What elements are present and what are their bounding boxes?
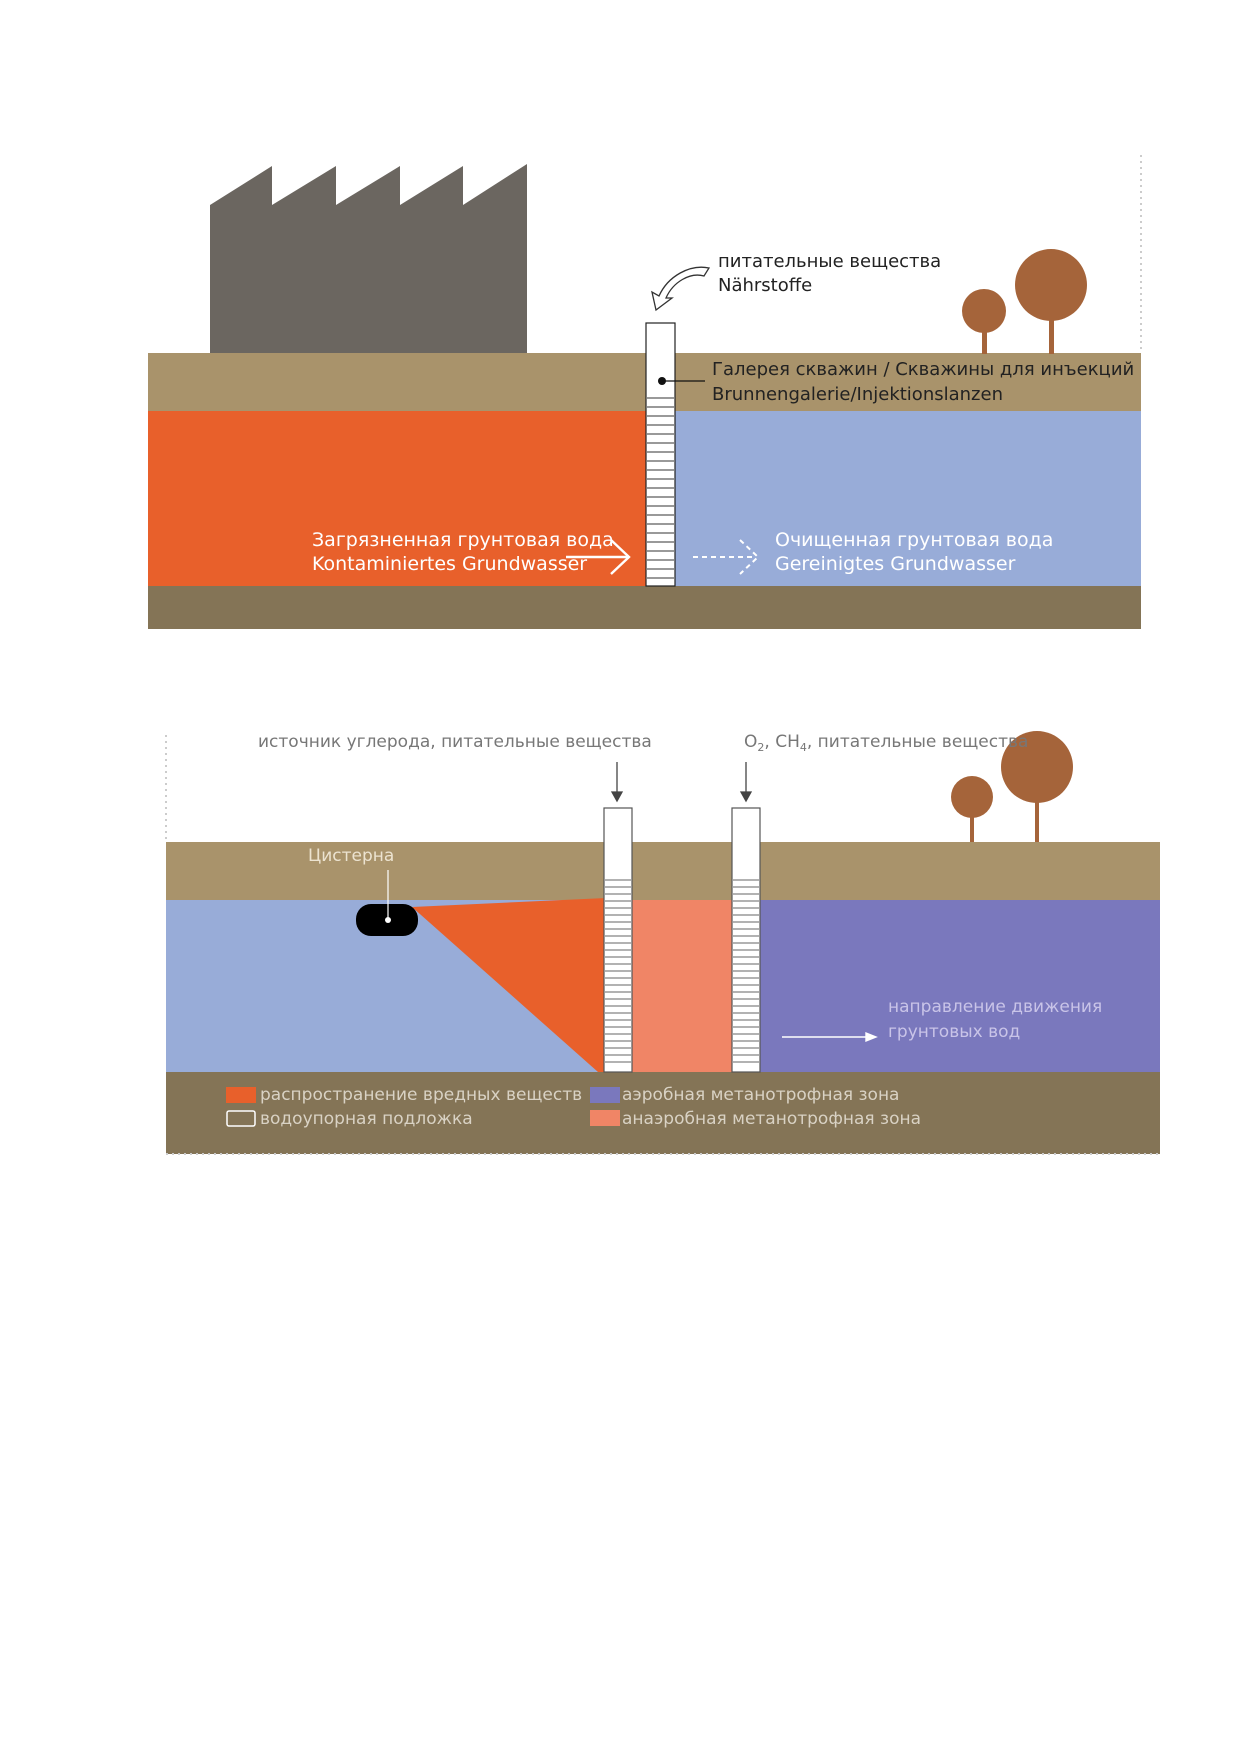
tree-icon — [1015, 249, 1087, 354]
contaminated-label-de: Kontaminiertes Grundwasser — [312, 553, 587, 575]
nutrients-label-de: Nährstoffe — [718, 275, 812, 296]
clean-groundwater-zone — [646, 411, 1141, 586]
aerobic-zone — [760, 900, 1160, 1072]
tree-icon — [951, 776, 993, 845]
diagram-2-canvas: источник углерода, питательные вещества … — [165, 731, 1160, 1155]
tank-label: Цистерна — [308, 846, 394, 866]
legend-swatch-impermeable — [226, 1110, 256, 1127]
bedrock-layer — [148, 586, 1141, 629]
nutrients-label-ru: питательные вещества — [718, 251, 941, 272]
curved-arrow-icon — [651, 266, 711, 312]
down-arrow-icon — [610, 762, 624, 803]
well-screen-stripes — [733, 879, 759, 1063]
tree-icon — [962, 289, 1006, 354]
well-label-de: Brunnengalerie/Injektionslanzen — [712, 384, 1003, 405]
flow-label-line1: направление движения — [888, 997, 1102, 1017]
diagram-1-canvas: питательные вещества Nährstoffe Галерея … — [148, 155, 1142, 629]
flow-label-line2: грунтовых вод — [888, 1022, 1020, 1042]
legend-swatch-aerobic — [590, 1087, 620, 1103]
cleaned-label-de: Gereinigtes Grundwasser — [775, 553, 1016, 575]
tree-icon — [1001, 731, 1073, 845]
well-screen-stripes — [605, 879, 631, 1063]
legend-label-impermeable: водоупорная подложка — [260, 1109, 473, 1129]
cleaned-label-ru: Очищенная грунтовая вода — [775, 529, 1053, 551]
well-screen-stripes — [647, 397, 674, 579]
legend: распространение вредных веществ водоупор… — [226, 1085, 921, 1129]
contaminated-label-ru: Загрязненная грунтовая вода — [312, 529, 614, 551]
topsoil-layer — [166, 842, 1160, 900]
pollutant-plume — [412, 898, 606, 1072]
topsoil-layer — [148, 353, 1141, 411]
dashed-arrow-right-icon — [693, 539, 760, 575]
injection-well-gas — [731, 807, 761, 1073]
legend-swatch-anaerobic — [590, 1110, 620, 1126]
carbon-source-label: источник углерода, питательные вещества — [258, 732, 652, 752]
injection-well — [645, 322, 676, 587]
remediation-diagram-2: источник углерода, питательные вещества … — [0, 700, 1239, 1180]
gas-label-ch4-sub: 4 — [800, 741, 807, 754]
gas-label-o2: O — [744, 732, 757, 752]
tank-pointer-dot — [385, 917, 391, 923]
gas-label-o2-sub: 2 — [757, 741, 764, 754]
gas-label-rest: , питательные вещества — [807, 732, 1029, 752]
gas-label-sep: , CH — [764, 732, 799, 752]
factory-icon — [210, 164, 527, 355]
flow-arrow-icon — [782, 1031, 878, 1043]
legend-label-pollutant: распространение вредных веществ — [260, 1085, 582, 1105]
well-label-ru: Галерея скважин / Скважины для инъекций — [712, 359, 1134, 380]
remediation-diagram-1: питательные вещества Nährstoffe Галерея … — [0, 0, 1239, 660]
legend-label-aerobic: аэробная метанотрофная зона — [622, 1085, 899, 1105]
down-arrow-icon — [739, 762, 753, 803]
legend-swatch-pollutant — [226, 1087, 256, 1103]
injection-well-carbon — [603, 807, 633, 1073]
arrow-right-icon — [566, 539, 631, 575]
gas-label: O2, CH4, питательные вещества — [744, 732, 1028, 754]
bedrock-layer — [166, 1072, 1160, 1154]
contaminated-groundwater-zone — [148, 411, 646, 586]
legend-label-anaerobic: анаэробная метанотрофная зона — [622, 1109, 921, 1129]
